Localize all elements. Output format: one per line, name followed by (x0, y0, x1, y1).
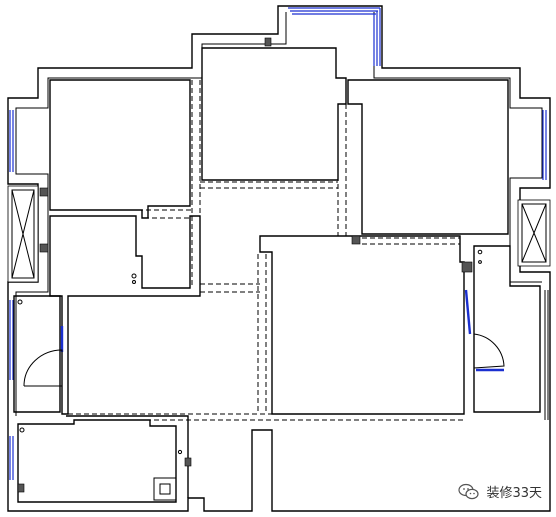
right-window-bottom (544, 290, 549, 420)
outer-walls (7, 5, 551, 512)
center-room (201, 47, 347, 181)
wall-columns (17, 37, 473, 493)
bedroom-left (49, 79, 191, 219)
watermark-text: 装修33天 (486, 486, 542, 501)
door-entry (23, 326, 64, 387)
fixture-dots (17, 249, 483, 455)
toilet-fixture (153, 477, 177, 501)
left-window-top (9, 110, 14, 172)
bedroom-right (347, 79, 509, 235)
wechat-icon (458, 483, 480, 499)
living-room (259, 235, 465, 415)
bottom-left-room (17, 415, 189, 503)
door-kitchen (464, 289, 505, 372)
left-window-bottom (9, 436, 14, 480)
open-wall-lines (68, 80, 464, 421)
wardrobe-left (7, 185, 39, 283)
left-window-mid (9, 300, 14, 380)
watermark: 装修33天 (458, 482, 542, 501)
right-window-top (542, 110, 547, 180)
kitchen-right (473, 245, 541, 413)
bathroom-left (49, 215, 201, 415)
entry-room-left (13, 295, 61, 413)
wardrobe-right (517, 199, 551, 267)
top-balcony-window (282, 5, 382, 66)
